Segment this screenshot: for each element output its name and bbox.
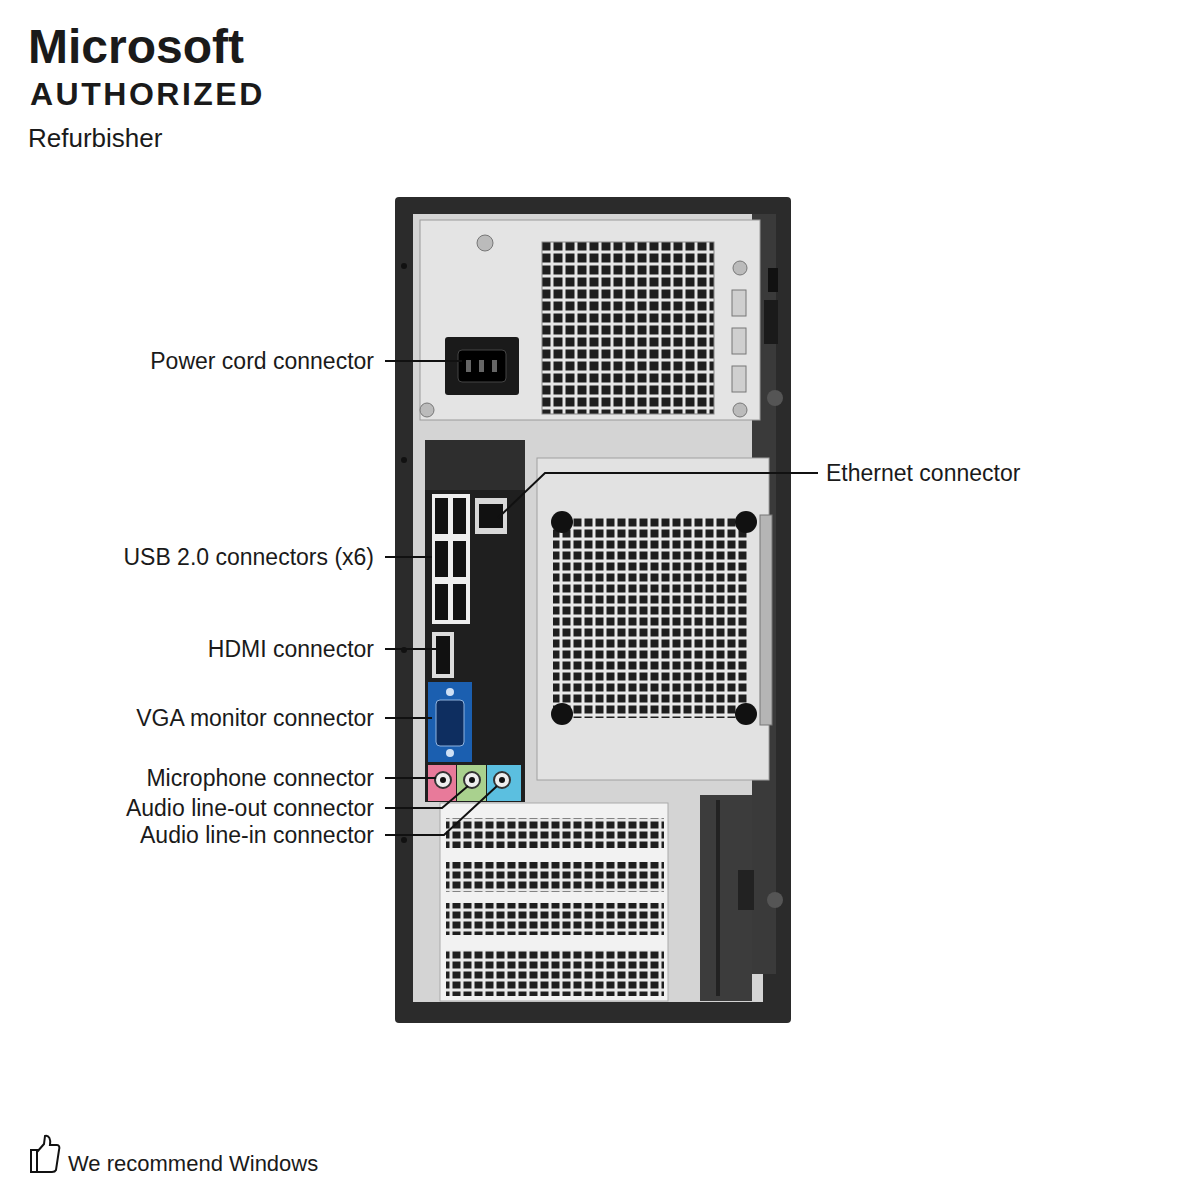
rear-vent xyxy=(537,458,772,780)
io-panel-part xyxy=(457,765,486,801)
io-panel-part xyxy=(435,772,451,788)
rear-vent-part xyxy=(735,703,757,725)
expansion-slots xyxy=(440,795,754,1001)
callout-label: Ethernet connector xyxy=(826,460,1020,486)
expansion-slots-part xyxy=(446,903,664,935)
io-panel-part xyxy=(428,682,472,762)
power-supply-part xyxy=(733,403,747,417)
expansion-slots-part xyxy=(446,950,664,996)
case-housing-part xyxy=(401,457,407,463)
expansion-slots-part xyxy=(716,800,720,996)
io-panel-part xyxy=(446,749,454,757)
io-panel-part xyxy=(453,498,466,534)
power-supply-part xyxy=(479,360,484,372)
io-panel-part xyxy=(432,632,454,678)
io-panel-part xyxy=(425,440,525,490)
power-supply-part xyxy=(732,328,746,354)
callout-label: Microphone connector xyxy=(146,765,374,791)
io-panel-part xyxy=(436,700,464,746)
power-supply-part xyxy=(733,261,747,275)
io-panel-part xyxy=(435,584,448,620)
power-supply-part xyxy=(420,403,434,417)
io-panel xyxy=(425,440,525,802)
callout-label: Power cord connector xyxy=(150,348,374,374)
brand-logo: Microsoft xyxy=(28,19,244,74)
rear-vent-part xyxy=(537,458,769,780)
leader-lines-part xyxy=(385,786,468,808)
rear-vent-part xyxy=(553,518,747,718)
io-panel-part xyxy=(464,772,480,788)
brand-logo: AUTHORIZED xyxy=(30,76,265,113)
callout-label: Audio line-out connector xyxy=(126,795,374,821)
callout-label: VGA monitor connector xyxy=(136,705,374,731)
power-supply-part xyxy=(458,350,506,382)
rear-vent-part xyxy=(551,511,573,533)
power-supply-part xyxy=(542,242,714,414)
power-supply-part xyxy=(764,300,778,344)
callout-label: Audio line-in connector xyxy=(140,822,374,848)
expansion-slots-part xyxy=(446,818,664,848)
brand-logo: Refurbisher xyxy=(28,124,162,154)
power-supply-part xyxy=(466,360,471,372)
thumbs-up-icon-part xyxy=(37,1136,59,1172)
thumbs-up-icon xyxy=(31,1136,59,1172)
expansion-slots-part xyxy=(440,803,668,1001)
io-panel-part xyxy=(428,765,456,801)
io-panel-part xyxy=(453,541,466,577)
leader-lines-part xyxy=(385,556,432,558)
io-panel-part xyxy=(499,777,505,783)
case-housing-part xyxy=(413,214,763,1002)
leader-lines-part xyxy=(385,360,462,362)
leader-lines-part xyxy=(498,473,818,518)
case-housing-part xyxy=(767,390,783,406)
io-panel-part xyxy=(446,688,454,696)
callout-label: USB 2.0 connectors (x6) xyxy=(123,544,374,570)
leader-lines-part xyxy=(385,648,438,650)
power-supply-part xyxy=(768,268,778,292)
expansion-slots-part xyxy=(738,870,754,910)
power-supply-part xyxy=(492,360,497,372)
power-supply-part xyxy=(477,235,493,251)
power-supply-part xyxy=(445,337,519,395)
io-panel-part xyxy=(432,494,470,624)
callout-label: HDMI connector xyxy=(208,636,374,662)
io-panel-part xyxy=(435,498,448,534)
io-panel-part xyxy=(469,777,475,783)
io-panel-part xyxy=(435,541,448,577)
io-panel-part xyxy=(440,777,446,783)
expansion-slots-part xyxy=(446,862,664,892)
case-housing xyxy=(395,197,791,1023)
footer-note: We recommend Windows xyxy=(68,1151,318,1176)
leader-lines-part xyxy=(385,717,432,719)
io-panel-part xyxy=(453,584,466,620)
power-supply-part xyxy=(732,366,746,392)
power-supply-part xyxy=(732,290,746,316)
io-panel-part xyxy=(425,440,525,802)
rear-vent-part xyxy=(760,515,772,725)
thumbs-up-icon-part xyxy=(31,1150,37,1172)
case-housing-part xyxy=(401,837,407,843)
power-supply-part xyxy=(420,220,760,420)
io-panel-part xyxy=(475,498,507,534)
io-panel-part xyxy=(487,765,521,801)
leader-lines-part xyxy=(385,777,436,779)
rear-vent-part xyxy=(735,511,757,533)
power-supply xyxy=(420,220,778,420)
leader-lines-part xyxy=(385,786,497,835)
rear-vent-part xyxy=(551,703,573,725)
case-housing-part xyxy=(395,197,791,1023)
case-housing-part xyxy=(767,892,783,908)
io-panel-part xyxy=(436,636,450,674)
leader-lines xyxy=(385,361,818,835)
case-housing-part xyxy=(401,263,407,269)
